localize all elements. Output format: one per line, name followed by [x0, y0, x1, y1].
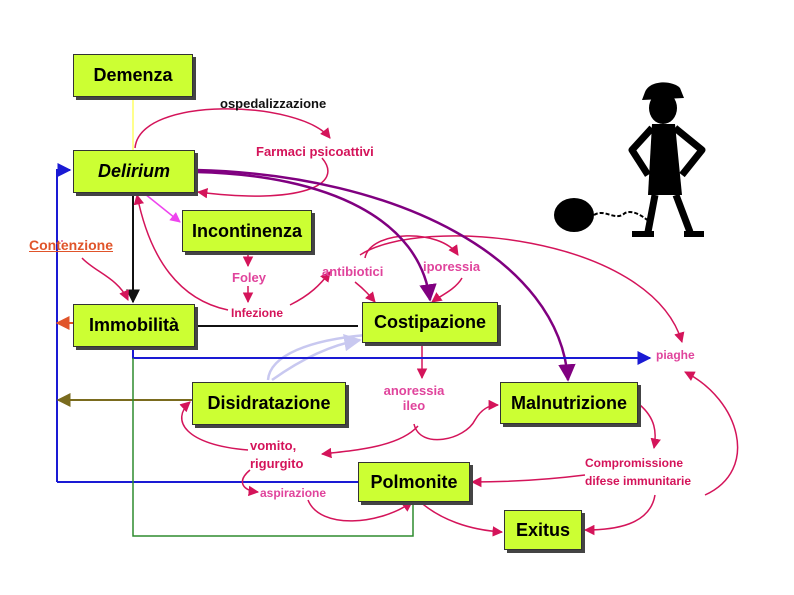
node-immobilita: Immobilità: [73, 304, 195, 347]
edge-green-polmonite: [132, 358, 414, 537]
node-incontinenza: Incontinenza: [182, 210, 312, 252]
edge-delirium-malnutrizione: [195, 168, 576, 382]
label-ospedalizzazione: ospedalizzazione: [220, 96, 327, 111]
label-iporessia: iporessia: [423, 259, 481, 274]
edge-delirium-costipazione: [195, 170, 437, 302]
edge-malnutrizione-compromissione: [639, 404, 661, 450]
edge-delirium-incontinenza: [139, 189, 181, 223]
label-piaghe: piaghe: [656, 348, 695, 362]
edge-costipazione-piaghe: [359, 235, 685, 344]
edge-vomito-aspirazione: [241, 469, 260, 497]
label-ileo: ileo: [402, 398, 426, 413]
label-antibiotici: antibiotici: [322, 264, 384, 279]
node-malnutrizione: Malnutrizione: [500, 382, 638, 424]
edge-polmonite-exitus: [417, 499, 504, 537]
label-anoressia: anoressia: [383, 383, 445, 398]
label-vomito: vomito,: [250, 438, 297, 453]
edge-immobilita-piaghe: [132, 347, 652, 365]
prisoner-icon: [554, 82, 706, 237]
edge-vomito-disidratazione: [179, 401, 249, 451]
node-exitus: Exitus: [504, 510, 582, 550]
label-contenzione: Contenzione: [29, 237, 113, 253]
edge-infezione-antibiotici: [289, 271, 331, 306]
node-polmonite: Polmonite: [358, 462, 470, 502]
label-rigurgito: rigurgito: [250, 456, 304, 471]
edge-disidratazione-costipazione: [271, 333, 362, 382]
label-aspirazione: aspirazione: [260, 486, 327, 500]
edge-compromissione-polmonite: [470, 474, 586, 488]
node-costipazione: Costipazione: [362, 302, 498, 343]
edge-contenzione-immobilita: [81, 257, 129, 301]
label-compromissione: Compromissione: [585, 456, 684, 470]
edge-aspirazione-polmonite: [307, 499, 413, 522]
label-infezione: Infezione: [231, 306, 284, 320]
label-farmaci-psicoattivi: Farmaci psicoattivi: [256, 144, 374, 159]
edge-ileo-malnutrizione: [413, 399, 500, 441]
edge-ospedalizzazione: [134, 108, 331, 149]
edge-compromissione-piaghe: [684, 371, 739, 496]
node-delirium: Delirium: [73, 150, 195, 193]
edge-antibiotici-costipazione: [354, 281, 376, 303]
node-demenza: Demenza: [73, 54, 193, 97]
edge-blue-rail: [56, 163, 72, 482]
label-foley: Foley: [232, 270, 266, 285]
label-difese-immunitarie: difese immunitarie: [585, 474, 692, 488]
edge-infezione-delirium: [133, 193, 229, 311]
edge-ileo-vomito: [320, 425, 419, 459]
edge-iporessia-costipazione: [431, 277, 463, 303]
node-disidratazione: Disidratazione: [192, 382, 346, 425]
edge-farmaci-delirium: [196, 157, 329, 199]
edge-compromissione-exitus: [583, 494, 656, 536]
